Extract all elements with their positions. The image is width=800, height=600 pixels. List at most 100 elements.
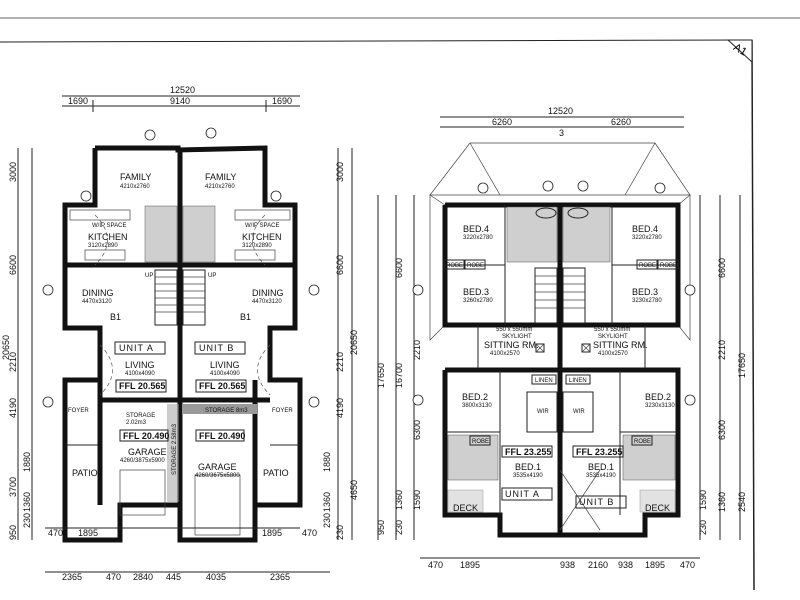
dim-right-9: 230 <box>335 525 345 540</box>
door-swing <box>252 214 266 266</box>
grid-bubble <box>477 182 489 194</box>
stair-up-b: UP <box>208 273 216 279</box>
ffl-box <box>195 379 247 393</box>
room-dining-b: DINING <box>252 288 284 298</box>
dim-ff-right-6: 2540 <box>737 492 747 512</box>
grid-bubble <box>542 180 554 192</box>
dim-ff-right-5: 1360 <box>717 492 727 512</box>
unit-b-box-ff <box>575 495 627 509</box>
dim-left-5: 3700 <box>8 477 18 497</box>
room-bed4-a: BED.4 <box>463 224 489 234</box>
ffl-garage-a: FFL 20.490 <box>123 431 169 441</box>
room-storage-c: STORAGE 2.58m3 <box>172 423 178 475</box>
room-sitting-b: SITTING RM. <box>593 340 648 350</box>
dim-small-3: 470 <box>302 528 317 538</box>
room-bed3-b-size: 3230x2780 <box>632 298 662 304</box>
grid-bubble <box>684 284 696 296</box>
room-bed3-b: BED.3 <box>632 287 658 297</box>
room-bed1-a-size: 3535x4190 <box>513 473 543 479</box>
dim-left-7: 1360 <box>22 492 32 512</box>
skylight-a-label: SKYLIGHT <box>502 334 532 340</box>
linen-b: LINEN <box>569 378 587 384</box>
grid-bubble <box>308 396 320 408</box>
room-sitting-b-size: 4100x2570 <box>598 351 628 357</box>
dim-ff-left-3: 2210 <box>412 340 422 360</box>
skylight-b <box>581 343 591 353</box>
bathtub-b <box>567 207 589 219</box>
room-bed4-b-size: 3220x2780 <box>632 235 662 241</box>
dim-ff-bottom-2: 938 <box>560 560 575 570</box>
dim-ff-bottom-0: 470 <box>428 560 443 570</box>
wir-b <box>562 391 594 433</box>
dim-ff-right-2: 17650 <box>737 353 747 378</box>
dim-ff-right-7: 230 <box>698 520 708 535</box>
dim-mark-ff: 3 <box>559 128 564 138</box>
wir-b-label: WIR <box>573 409 585 415</box>
linen-a: LINEN <box>535 378 553 384</box>
robe-3: ROBE <box>639 263 656 269</box>
dim-small-2: 1895 <box>262 528 282 538</box>
room-dining-a-size: 4470x3120 <box>82 299 112 305</box>
unit-a-label: UNIT A <box>119 343 154 353</box>
dim-left-3: 2210 <box>8 352 18 372</box>
deck-b-tiles <box>639 489 676 513</box>
wip-a: W/IP SPACE <box>92 223 126 229</box>
dim-ff-bottom-3: 2160 <box>588 560 608 570</box>
room-family-a-size: 4210x2760 <box>120 184 150 190</box>
ffl-garage-b: FFL 20.490 <box>199 431 245 441</box>
ffl-ff-a: FFL 23.255 <box>505 447 551 457</box>
deck-a-label: DECK <box>453 503 478 513</box>
label-b1-a: B1 <box>110 312 121 322</box>
sheet-frame-right <box>751 39 755 591</box>
dim-ff-bottom-4: 938 <box>618 560 633 570</box>
dim-left-ff: 6260 <box>492 117 512 127</box>
unit-a-box-ff <box>501 487 553 501</box>
dim-right-0: 3000 <box>335 162 345 182</box>
grid-bubble <box>654 182 666 194</box>
door-swing <box>94 214 108 266</box>
island-b <box>234 249 276 261</box>
room-dining-b-size: 4470x3120 <box>252 299 282 305</box>
room-bed4-a-size: 3220x2780 <box>463 235 493 241</box>
room-bed2-a-size: 3800x3130 <box>462 403 492 409</box>
roof-hip <box>469 142 501 196</box>
dim-ff-left-1: 17650 <box>376 363 386 388</box>
dim-small-0: 470 <box>48 528 63 538</box>
roof-outline <box>429 142 691 196</box>
storage-hatch-b <box>182 404 257 414</box>
storage-hatch-c <box>167 404 179 502</box>
label-b1-b: B1 <box>240 312 251 322</box>
room-family-b-size: 4210x2760 <box>205 184 235 190</box>
room-living-a-size: 4100x4090 <box>125 371 155 377</box>
dim-ff-right-1: 2210 <box>717 340 727 360</box>
skylight-b-size: 550 x 550mm <box>594 327 630 333</box>
island-a <box>84 249 126 261</box>
room-dining-a: DINING <box>82 288 114 298</box>
dim-right-5: 4650 <box>349 480 359 500</box>
unit-b-box <box>194 341 246 355</box>
grid-bubble <box>80 190 92 202</box>
skylight-b-label: SKYLIGHT <box>598 334 628 340</box>
dim-bottom-1: 470 <box>106 572 121 582</box>
room-living-b: LIVING <box>210 360 240 370</box>
door-swing <box>257 344 271 396</box>
dim-small-1: 1895 <box>78 528 98 538</box>
robe-1: ROBE <box>446 263 463 269</box>
deck-a-tiles <box>447 489 484 513</box>
room-kitchen-a-size: 3120x2890 <box>88 243 118 249</box>
dim-left-0: 3000 <box>8 162 18 182</box>
dim-left-4: 4190 <box>8 398 18 418</box>
kitchen-bench-a <box>69 209 131 221</box>
sheet-frame-top <box>0 39 751 43</box>
room-patio-a: PATIO <box>72 468 98 478</box>
dim-right-2: 20650 <box>349 330 359 355</box>
dim-left-9: 950 <box>8 525 18 540</box>
room-garage-b: GARAGE <box>198 462 237 472</box>
room-kitchen-a: KITCHEN <box>88 232 128 242</box>
dim-ff-right-4: 1590 <box>698 490 708 510</box>
ffl-box <box>195 429 245 442</box>
ffl-living-a: FFL 20.565 <box>119 381 165 391</box>
robe-6: ROBE <box>634 439 651 445</box>
dim-left-8: 230 <box>22 513 32 528</box>
